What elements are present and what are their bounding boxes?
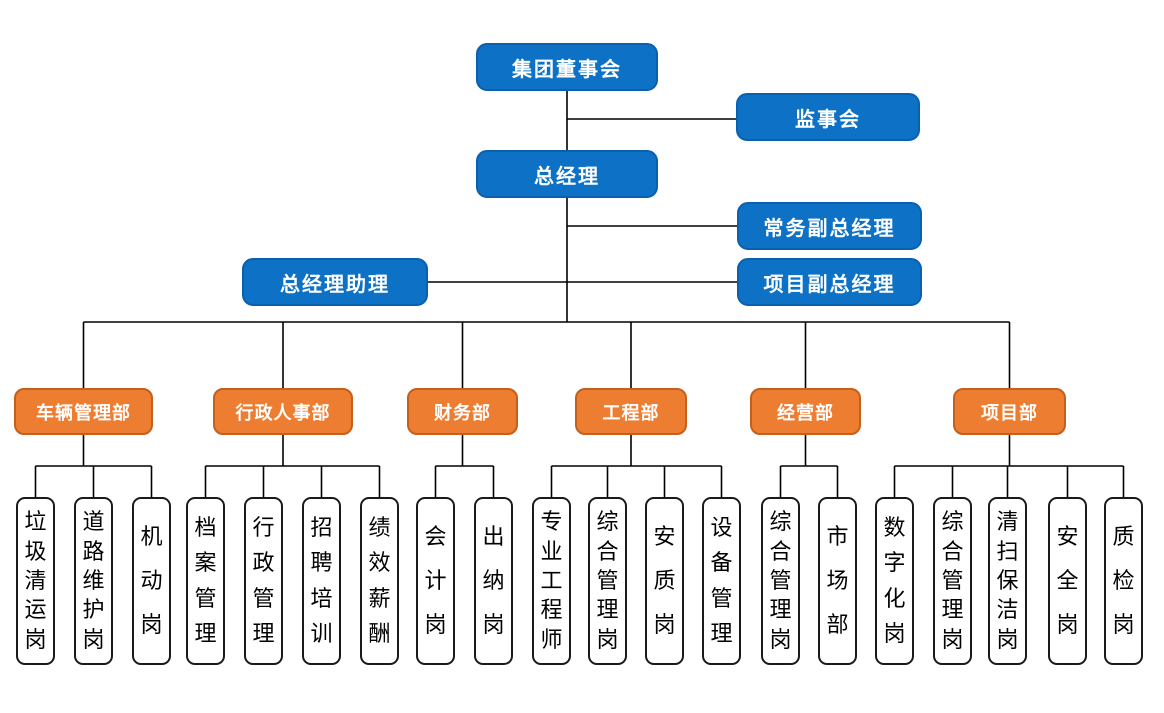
position-label: 综合管理岗 [769, 509, 792, 652]
node-deputy-gm-executive: 常务副总经理 [737, 202, 922, 250]
position-market-dept: 市场部 [818, 497, 857, 665]
position-cashier: 出纳岗 [474, 497, 513, 665]
node-deputy-gm-project: 项目副总经理 [737, 258, 922, 306]
position-recruit-training: 招聘培训 [302, 497, 341, 665]
position-garbage-removal: 垃圾清运岗 [16, 497, 55, 665]
position-quality-inspection: 质检岗 [1104, 497, 1143, 665]
position-general-management-ops: 综合管理岗 [761, 497, 800, 665]
position-mobile: 机动岗 [132, 497, 171, 665]
position-admin-management: 行政管理 [244, 497, 283, 665]
position-label: 出纳岗 [482, 524, 505, 637]
position-label: 市场部 [826, 524, 849, 637]
position-label: 设备管理 [710, 515, 733, 646]
dept-finance: 财务部 [407, 388, 518, 435]
node-supervisory-board: 监事会 [736, 93, 920, 141]
position-label: 综合管理岗 [596, 509, 619, 652]
node-board-of-directors: 集团董事会 [476, 43, 658, 91]
position-accountant: 会计岗 [416, 497, 455, 665]
dept-project: 项目部 [953, 388, 1066, 435]
dept-operations: 经营部 [750, 388, 861, 435]
position-label: 安全岗 [1056, 524, 1079, 637]
position-label: 会计岗 [424, 524, 447, 637]
position-label: 行政管理 [252, 515, 275, 646]
position-professional-engineer: 专业工程师 [532, 497, 571, 665]
position-label: 数字化岗 [883, 515, 906, 646]
position-safety-quality: 安质岗 [645, 497, 684, 665]
position-general-management-eng: 综合管理岗 [588, 497, 627, 665]
position-label: 专业工程师 [540, 509, 563, 652]
node-gm-assistant: 总经理助理 [242, 258, 428, 306]
position-label: 招聘培训 [310, 515, 333, 646]
dept-vehicle-management: 车辆管理部 [14, 388, 153, 435]
position-label: 清扫保洁岗 [996, 509, 1019, 652]
position-label: 综合管理岗 [941, 509, 964, 652]
position-label: 质检岗 [1112, 524, 1135, 637]
position-label: 道路维护岗 [82, 509, 105, 652]
position-archive-management: 档案管理 [186, 497, 225, 665]
position-performance-payroll: 绩效薪酬 [360, 497, 399, 665]
dept-admin-hr: 行政人事部 [213, 388, 353, 435]
position-digitalization: 数字化岗 [875, 497, 914, 665]
position-label: 垃圾清运岗 [24, 509, 47, 652]
position-road-maintenance: 道路维护岗 [74, 497, 113, 665]
position-equipment-management: 设备管理 [702, 497, 741, 665]
position-label: 绩效薪酬 [368, 515, 391, 646]
position-safety: 安全岗 [1048, 497, 1087, 665]
position-label: 机动岗 [140, 524, 163, 637]
position-general-management-proj: 综合管理岗 [933, 497, 972, 665]
dept-engineering: 工程部 [575, 388, 687, 435]
position-label: 档案管理 [194, 515, 217, 646]
position-cleaning: 清扫保洁岗 [988, 497, 1027, 665]
node-general-manager: 总经理 [476, 150, 658, 198]
position-label: 安质岗 [653, 524, 676, 637]
